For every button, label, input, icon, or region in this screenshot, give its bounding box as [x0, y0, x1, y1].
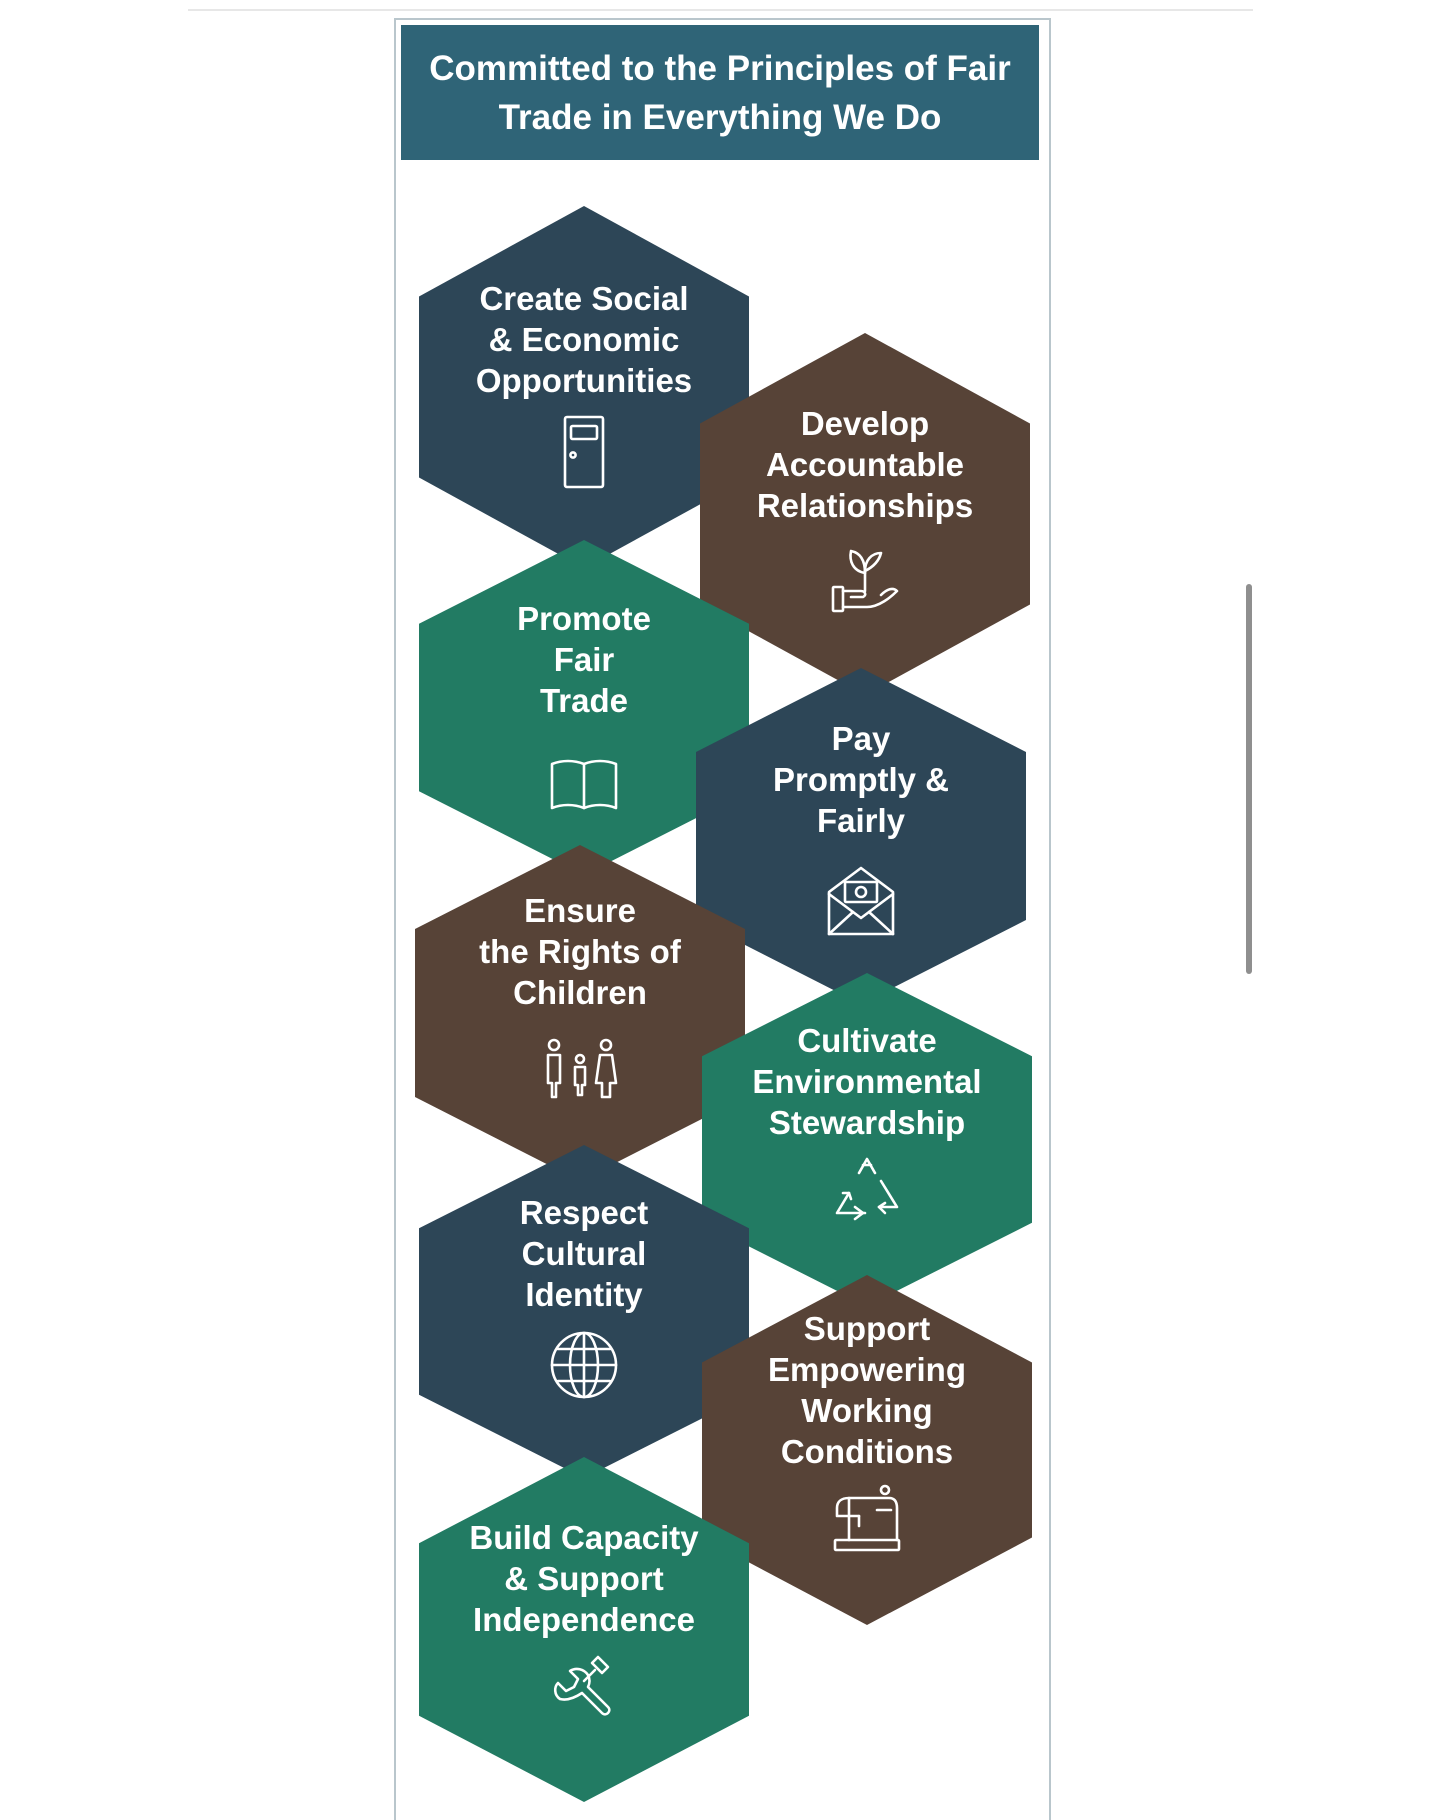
book-icon [546, 746, 622, 822]
principle-hexagon-social-economic: Create Social & Economic Opportunities [419, 206, 749, 568]
principle-label: Create Social & Economic Opportunities [475, 280, 693, 399]
principle-hexagon-build-capacity: Build Capacity & Support Independence [419, 1457, 749, 1802]
banner-title: Committed to the Principles of Fair Trad… [429, 48, 1011, 137]
principle-label: Pay Promptly & Fairly [772, 720, 950, 839]
principle-label: Ensure the Rights of Children [479, 892, 681, 1011]
principle-hexagon-cultural-identity: Respect Cultural Identity [419, 1145, 749, 1478]
principle-hexagon-environmental-stewardship: Cultivate Environmental Stewardship [702, 973, 1032, 1306]
principle-label: Respect Cultural Identity [519, 1194, 649, 1313]
principle-label: Build Capacity & Support Independence [469, 1519, 699, 1638]
principle-hexagon-rights-of-children: Ensure the Rights of Children [415, 845, 745, 1181]
principle-hexagon-working-conditions: Support Empowering Working Conditions [702, 1275, 1032, 1625]
principle-label: Cultivate Environmental Stewardship [752, 1022, 982, 1141]
principle-label: Promote Fair Trade [517, 600, 651, 719]
door-icon [546, 414, 622, 490]
principle-label: Develop Accountable Relationships [756, 405, 974, 524]
wrench-icon [546, 1651, 622, 1727]
sewing-machine-icon [829, 1480, 905, 1556]
top-divider [188, 9, 1253, 11]
infographic-banner: Committed to the Principles of Fair Trad… [401, 25, 1039, 160]
principle-hexagon-pay-promptly: Pay Promptly & Fairly [696, 668, 1026, 1004]
vertical-scrollbar-thumb[interactable] [1246, 584, 1252, 974]
recycle-icon [829, 1153, 905, 1229]
principle-label: Support Empowering Working Conditions [767, 1310, 967, 1470]
family-icon [542, 1031, 618, 1107]
money-envelope-icon [823, 864, 899, 940]
hand-plant-icon [827, 541, 903, 617]
globe-icon [546, 1327, 622, 1403]
